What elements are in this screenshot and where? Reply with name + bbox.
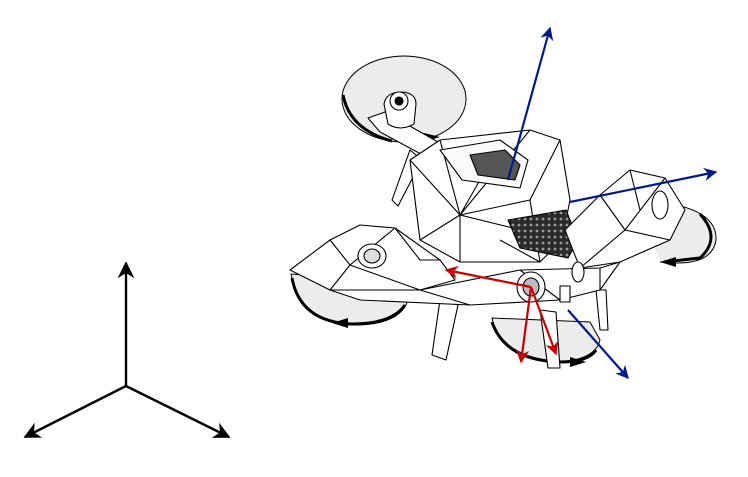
world-frame-axes (23, 261, 231, 439)
body-axis-x (569, 167, 718, 204)
body-frame-arrows (506, 26, 718, 379)
body-axis-y (567, 309, 629, 379)
camera-axis-down-right (529, 286, 559, 356)
compute-module-heatsink (469, 149, 521, 181)
hull-front (329, 261, 621, 306)
side-port (559, 285, 571, 303)
landing-leg-right (595, 289, 609, 331)
rotation-arrow-icon (660, 257, 676, 267)
camera-right-pod (651, 190, 669, 220)
drone-body (289, 91, 686, 369)
rotation-arrow-icon (332, 318, 348, 328)
landing-leg-front-left (431, 299, 459, 361)
camera-axis-down (516, 286, 533, 364)
camera-axis-left (444, 265, 532, 289)
body-axis-z (506, 26, 554, 181)
rotation-arrow-icon (570, 357, 586, 367)
world-axis-right (125, 384, 231, 439)
camera-frame-arrows (444, 265, 559, 364)
world-axis-left (23, 384, 127, 439)
side-camera (571, 261, 585, 283)
